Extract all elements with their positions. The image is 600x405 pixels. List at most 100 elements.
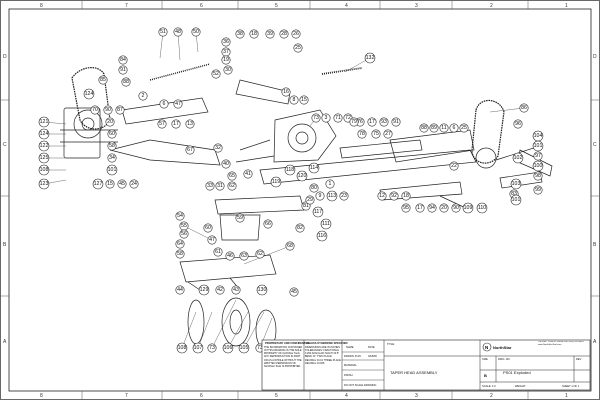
left-chain [71, 67, 111, 130]
row-label: B [593, 242, 597, 248]
part-balloon: 82 [295, 223, 305, 233]
disc-center-hub [229, 309, 243, 335]
part-balloon: 47 [173, 99, 183, 109]
balloon-number: 47 [209, 237, 215, 243]
balloon-number: 73 [257, 345, 263, 351]
part-balloon: 28 [279, 29, 289, 39]
part-balloon: 101 [510, 194, 522, 206]
part-balloon: 31 [215, 181, 225, 191]
left-row-labels: D C B A [3, 54, 7, 345]
balloon-number: 16 [283, 89, 289, 95]
bottom-column-labels: 8 7 6 5 4 3 2 1 [40, 393, 568, 399]
part-balloon: 113 [326, 190, 338, 202]
balloon-number: 100 [534, 163, 543, 169]
balloon-number: 45 [291, 289, 297, 295]
material-label: MATERIAL [344, 363, 357, 367]
housing-links [235, 139, 275, 163]
title-label: TITLE: [387, 342, 395, 346]
part-balloon: 1 [325, 179, 335, 189]
balloon-number: 17 [417, 205, 423, 211]
col-label: 5 [275, 393, 278, 399]
right-sprocket [475, 147, 497, 169]
part-balloon: 15 [105, 179, 115, 189]
col-label: 3 [415, 393, 418, 399]
balloon-number: 24 [131, 181, 137, 187]
balloon-number: 101 [512, 197, 521, 203]
part-balloon: 101 [106, 164, 118, 176]
part-balloon: 105 [238, 342, 250, 354]
part-balloon: 68 [285, 241, 295, 251]
part-balloon: 91 [118, 65, 128, 75]
balloon-number: 107 [194, 345, 203, 351]
part-balloon: 86 [519, 103, 529, 113]
part-balloon: 87 [115, 105, 125, 115]
part-balloon: 6 [159, 99, 169, 109]
balloon-number: 42 [217, 287, 223, 293]
balloon-number: 67 [187, 147, 193, 153]
balloon-number: 73 [209, 345, 215, 351]
balloon-number: 18 [403, 193, 409, 199]
part-balloon: 78 [357, 129, 367, 139]
part-balloon: 24 [129, 179, 139, 189]
northstar-logo-icon [482, 342, 492, 352]
part-balloon: 61 [213, 247, 223, 257]
part-balloon: 111 [320, 218, 332, 230]
balloon-number: 72 [345, 115, 351, 121]
part-balloon: 12 [377, 191, 387, 201]
balloon-number: 101 [108, 167, 117, 173]
part-balloon: 3 [321, 113, 331, 123]
balloon-number: 101 [534, 143, 543, 149]
balloon-number: 85 [100, 77, 106, 83]
balloon-number: 94 [429, 205, 435, 211]
part-balloon: 95 [401, 203, 411, 213]
part-balloon: 8 [289, 95, 299, 105]
part-balloon: 93 [379, 117, 389, 127]
dwg-label: DWG. NO. [498, 357, 511, 361]
col-label: 6 [200, 393, 203, 399]
balloon-number: 6 [453, 125, 456, 131]
part-balloon: 89 [429, 123, 439, 133]
balloon-number: 87 [117, 107, 123, 113]
balloon-number: 11 [441, 125, 446, 131]
part-balloon: 96 [513, 119, 523, 129]
balloon-number: 71 [335, 115, 341, 121]
part-balloon: 62 [255, 249, 265, 259]
part-balloon: 20 [439, 203, 449, 213]
row-label: D [593, 54, 597, 60]
part-balloon: 124 [38, 128, 50, 140]
part-balloon: 66 [263, 219, 273, 229]
name-header: NAME [346, 345, 354, 349]
end-plate [499, 171, 543, 189]
part-balloon: 65 [227, 171, 237, 181]
sheet-text: SHEET 1 OF 1 [562, 384, 580, 388]
dwg-number: PS01 Exploded [503, 370, 531, 375]
part-balloon: 45 [289, 287, 299, 297]
balloon-number: 66 [265, 221, 271, 227]
balloon-number: 90 [453, 205, 459, 211]
left-shaft [60, 129, 118, 143]
part-balloon: 18 [401, 191, 411, 201]
part-balloon: 119 [270, 176, 282, 188]
balloon-number: 76 [357, 119, 363, 125]
leader-lines [43, 31, 525, 349]
housing-bore-inner [295, 131, 309, 145]
balloon-number: 27 [385, 131, 391, 137]
right-spring [321, 67, 363, 75]
part-balloon: 16 [281, 87, 291, 97]
part-balloon: 85 [98, 75, 108, 85]
part-balloon: 42 [215, 285, 225, 295]
part-balloon: 15 [299, 95, 309, 105]
part-balloon: 25 [293, 43, 303, 53]
part-balloon: 22 [449, 161, 459, 171]
balloon-number: 91 [120, 67, 126, 73]
part-balloon: 110 [476, 202, 488, 214]
col-label: 1 [565, 393, 568, 399]
col-label: 4 [345, 3, 348, 9]
size-value: B [484, 373, 487, 378]
part-balloon: 44 [175, 285, 185, 295]
balloon-number: 84 [120, 57, 126, 63]
balloon-number: 17 [369, 119, 375, 125]
part-balloon: 17 [367, 117, 377, 127]
